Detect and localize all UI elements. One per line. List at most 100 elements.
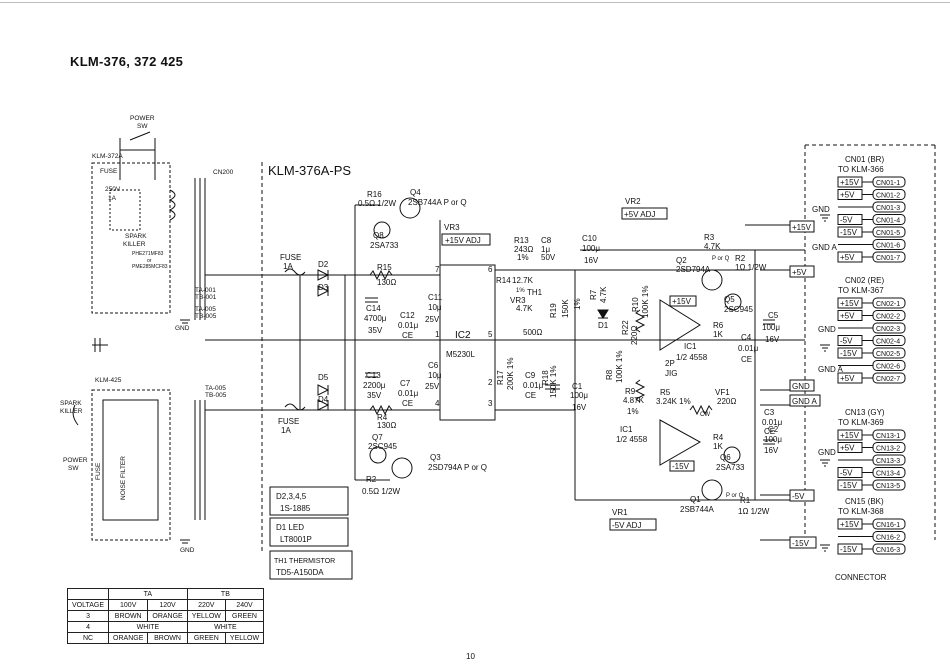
board-title: KLM-376A-PS	[268, 163, 351, 178]
voltage-table-row: 3 BROWN ORANGE YELLOW GREEN	[66, 610, 265, 622]
spark-killer-2b: KILLER	[60, 408, 83, 415]
plus15-label: +15V	[672, 297, 692, 306]
connector-pin-tag	[872, 454, 906, 466]
cn200-label: CN200	[213, 169, 234, 176]
spark-part-1: PHE271MF83	[132, 251, 164, 257]
diode-note-2: 1S-1885	[280, 504, 311, 513]
gnd-label-bottom: GND	[180, 547, 195, 554]
th1-label: TH1	[527, 288, 543, 297]
c11-voltage: 25V	[425, 315, 440, 324]
connector-pin-tag	[872, 226, 906, 238]
connector-pin-voltage-box	[837, 176, 863, 188]
connector-pin-voltage-box	[837, 467, 863, 478]
klm372-board-outline	[91, 162, 171, 314]
q2-label: Q2	[676, 256, 687, 265]
c9-label: C9	[525, 371, 536, 380]
connector-pin-tag	[872, 543, 906, 555]
connector-pin-tag	[872, 214, 906, 225]
c13-voltage: 35V	[367, 391, 382, 400]
ic2-label: IC2	[455, 330, 471, 341]
r13-label: R13	[514, 236, 529, 245]
r16-label: R16	[367, 190, 382, 199]
gnd-label-1: GND	[812, 205, 830, 214]
ic1b-opamp	[659, 419, 702, 466]
voltage-table: TA TB VOLTAGE 100V 120V 220V 240V 3 BROW…	[66, 588, 265, 644]
fuse-bottom-1: FUSE	[278, 417, 299, 426]
c8-value: 1μ	[541, 245, 550, 254]
diode-d2: D2	[318, 260, 329, 269]
connector-pin-label: CN13-5	[876, 483, 900, 490]
ic2-pin-5: 5	[488, 330, 493, 339]
connector-pin-voltage-box	[837, 297, 863, 309]
ic2-pin-1: 1	[435, 330, 440, 339]
c1-voltage: 16V	[572, 403, 587, 412]
q2-transistor	[701, 269, 723, 291]
connector-pin-label: CN01-7	[876, 255, 900, 262]
connector-pin-tag	[872, 531, 906, 542]
vf1-label: VF1	[715, 388, 730, 397]
q8-transistor	[373, 221, 391, 239]
klm425-board-outline	[91, 389, 171, 541]
r15-value: 130Ω	[377, 278, 396, 287]
vr3-label: VR3	[444, 223, 460, 232]
r17-value: 200K 1%	[506, 358, 515, 390]
spark-killer-2a: SPARK	[60, 400, 82, 407]
voltage-table-cell: VOLTAGE	[66, 599, 110, 611]
th1-value: 500Ω	[523, 328, 542, 337]
vr2-box	[621, 207, 668, 220]
connector-pin-label: CN01-2	[876, 193, 900, 200]
ic2-pin-4: 4	[435, 399, 440, 408]
r19-value: 150K	[561, 299, 570, 318]
connector-pin-voltage: -5V	[840, 337, 853, 346]
voltage-table-cell: BROWN	[108, 610, 149, 622]
connector-pin-tag	[872, 310, 906, 321]
c3-type: CE	[764, 427, 775, 436]
power-sw-label-2: SW	[137, 123, 148, 130]
q5-label: Q5	[724, 295, 735, 304]
ta005-label: TA-005	[195, 306, 216, 313]
q6-value: 2SA733	[716, 463, 745, 472]
ic1b-value: 1/2 4558	[616, 435, 648, 444]
rail-plus15: +15V	[792, 223, 812, 232]
connector-pin-voltage: +15V	[840, 520, 860, 529]
voltage-table-header: TA TB	[66, 588, 265, 600]
r2b-value: 1Ω 1/2W	[735, 263, 767, 272]
connector-group-name: CN13 (GY)	[845, 408, 885, 417]
thermistor-note-box	[269, 550, 353, 580]
component-notes: D2,3,4,5 1S-1885 D1 LED LT8001P TH1 THER…	[269, 486, 353, 580]
page-number: 10	[466, 652, 475, 661]
r18-value: 150K 1%	[549, 366, 558, 398]
voltage-table-cell: 240V	[224, 599, 265, 611]
c13-label: C13	[366, 371, 381, 380]
connector-group-dest: TO KLM-368	[838, 507, 884, 516]
voltage-table-cell: 100V	[108, 599, 149, 611]
c10-value: 100μ	[582, 244, 600, 253]
connector-pin-tag	[872, 347, 906, 359]
c5-value: 100μ	[762, 323, 780, 332]
vr2-value: +5V ADJ	[624, 210, 655, 219]
connector-pin-label: CN01-1	[876, 180, 900, 187]
c1-label: C1	[572, 382, 583, 391]
voltage-table-cell: GREEN	[224, 610, 265, 622]
vr1-box	[609, 518, 657, 531]
voltage-table-cell: 4	[66, 621, 110, 633]
connector-pin-tag	[872, 442, 906, 453]
klm425-tag: KLM-425	[95, 377, 122, 384]
led-note-box	[269, 517, 349, 547]
c12-type: CE	[402, 331, 413, 340]
gnd-label-2: GND A	[812, 243, 838, 252]
vr3-box	[441, 233, 491, 246]
c14-label: C14	[366, 304, 381, 313]
ta001-label: TA-001	[195, 287, 216, 294]
rail-gnd: GND	[792, 382, 810, 391]
amplifier-section: VR2 +5V ADJ R3 4.7K Q2 2SD794A P or Q R2…	[605, 197, 783, 531]
c9-value: 0.01μ	[523, 381, 544, 390]
connector-pin-label: CN02-1	[876, 301, 900, 308]
vr2-label: VR2	[625, 197, 641, 206]
gnd-label-3: GND	[818, 325, 836, 334]
voltage-table-tb: TB	[186, 588, 265, 600]
fuse-top-2: 1A	[283, 262, 293, 271]
connector-pin-label: CN01-4	[876, 218, 900, 225]
jig-label-1: 2P	[665, 359, 675, 368]
